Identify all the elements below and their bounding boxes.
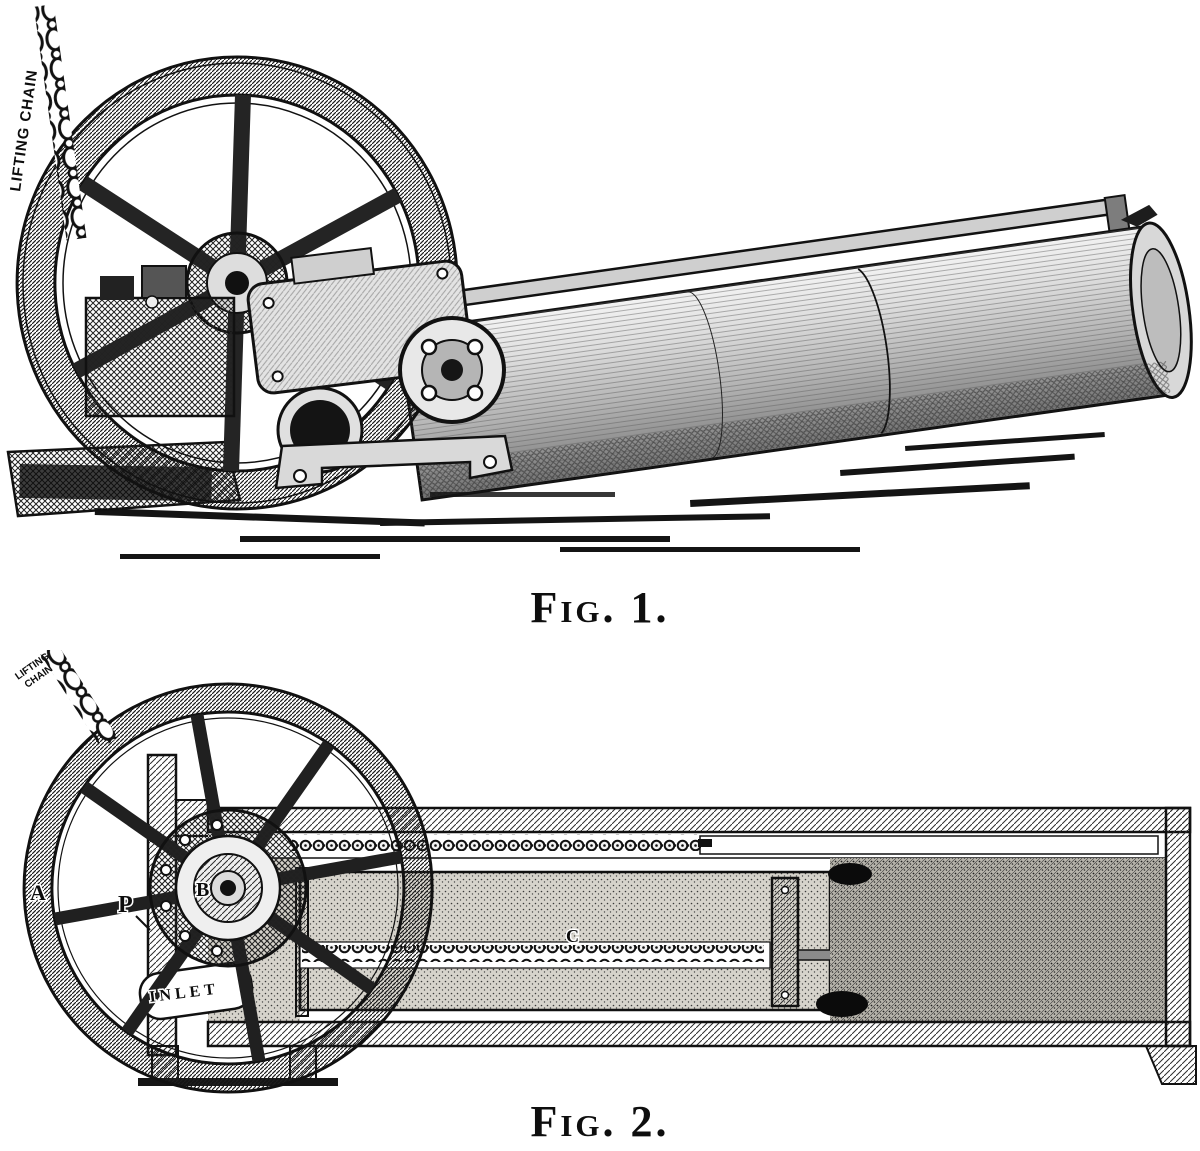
fig2-lower-chain [302,945,764,962]
fig2-right-foot [1144,1045,1197,1085]
fig2-upper-chain [292,834,702,851]
figure-2-caption: Fig. 2. [530,1097,670,1146]
fig2-label-c: C [566,926,579,946]
fig1-pump-cylinder [396,194,1193,502]
fig2-label-b: B [196,879,209,901]
fig1-base-bracket [274,434,514,490]
fig2-label-a: A [30,880,46,905]
fig1-drive-mechanism [84,247,514,490]
fig2-lifting-chain: LIFTING CHAIN [13,650,119,749]
figure-1-caption: Fig. 1. [530,583,670,632]
fig1-ground-shading [94,432,1105,559]
figure-2-sectional-illustration: LIFTING CHAIN A P B C INLET [13,650,1197,1094]
fig2-label-p: P [118,892,133,918]
fig1-lifting-chain-label: LIFTING CHAIN [7,68,41,192]
fig2-top-wall [206,806,1192,834]
fig1-engine-block [84,296,236,418]
fig2-right-wall [1164,806,1192,1048]
fig2-sprocket-chain-links [160,819,223,957]
fig2-chain-wheel [22,682,434,1094]
fig2-empty-chain-slot [699,835,1159,855]
fig2-rear-chamber [830,858,1166,1022]
figure-1-illustration: LIFTING CHAIN [6,4,1193,559]
